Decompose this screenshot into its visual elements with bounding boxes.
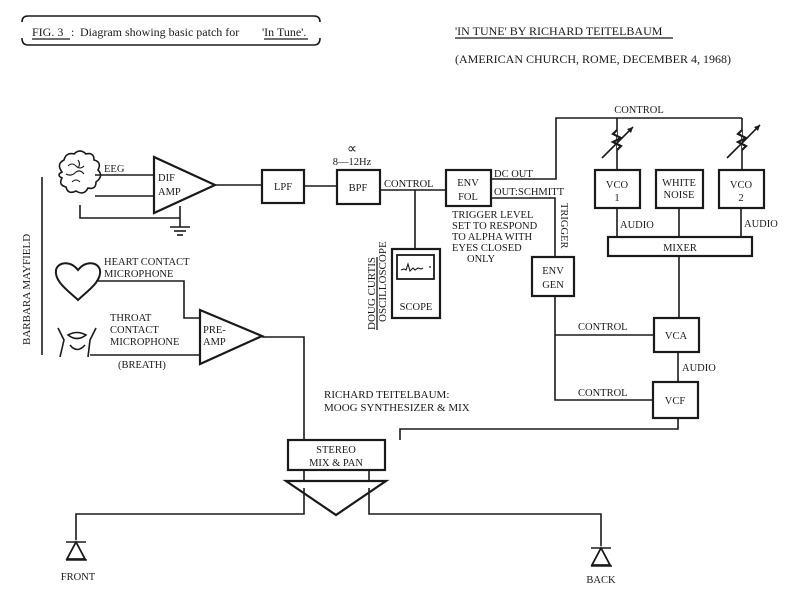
trigger-note-2: SET TO RESPOND <box>452 221 538 232</box>
figure-caption: FIG. 3 : Diagram showing basic patch for… <box>21 15 321 46</box>
wire-vcf-stereo <box>399 418 679 440</box>
stereo-label-1: STEREO <box>316 445 356 456</box>
alpha-symbol: ∝ <box>347 142 357 157</box>
control-bpf-label: CONTROL <box>384 179 434 190</box>
back-speaker-icon <box>590 546 612 567</box>
lpf-label: LPF <box>274 182 292 193</box>
out-schmitt-label: OUT:SCHMITT <box>494 187 565 198</box>
vco1-label-1: VCO <box>606 180 629 191</box>
lpf-block: LPF <box>260 168 306 205</box>
moog-label: MOOG SYNTHESIZER & MIX <box>324 402 470 414</box>
env-gen-block: ENV GEN <box>530 255 576 298</box>
vcf-label: VCF <box>665 396 686 407</box>
operator-richard-label: RICHARD TEITELBAUM: <box>324 389 449 401</box>
dif-amp-block: DIF AMP <box>152 155 218 215</box>
dif-amp-label-2: AMP <box>158 187 181 198</box>
stereo-label-2: MIX & PAN <box>309 458 363 469</box>
pre-amp-label-1: PRE- <box>203 325 226 336</box>
heart-mic-label-1: HEART CONTACT <box>104 257 190 268</box>
caption-frame-top <box>21 15 321 23</box>
caption-separator: : <box>71 25 74 39</box>
throat-mic-label-3: MICROPHONE <box>110 337 179 348</box>
wire-heart-preamp <box>96 280 200 319</box>
caption-work-title: 'In Tune'. <box>262 25 306 39</box>
potentiometer-1-icon <box>601 126 634 159</box>
wire-dc-out-control-bus <box>491 117 742 180</box>
vcf-block: VCF <box>651 380 700 420</box>
mixer-label: MIXER <box>663 243 697 254</box>
vco2-label-2: 2 <box>738 193 743 204</box>
white-noise-label-1: WHITE <box>662 178 696 189</box>
back-output-label: BACK <box>586 575 616 586</box>
vca-label: VCA <box>665 331 688 342</box>
vco1-block: VCO 1 <box>593 168 642 210</box>
trigger-label: TRIGGER <box>558 203 569 249</box>
pan-triangle-icon <box>282 479 390 517</box>
bpf-block: BPF <box>335 168 382 206</box>
eeg-label: EEG <box>104 164 125 175</box>
waveform-icon <box>400 262 424 273</box>
audio-vco1-label: AUDIO <box>620 220 654 231</box>
oscilloscope-label: OSCILLOSCOPE <box>377 241 389 322</box>
wire-preamp-stereo <box>262 336 305 440</box>
header-subtitle: (AMERICAN CHURCH, ROME, DECEMBER 4, 1968… <box>455 52 731 66</box>
bpf-label: BPF <box>349 183 368 194</box>
bpf-range-label: 8—12Hz <box>333 157 372 168</box>
mixer-block: MIXER <box>606 235 754 258</box>
heart-mic-label-2: MICROPHONE <box>104 269 173 280</box>
throat-mic-label-2: CONTACT <box>110 325 159 336</box>
env-fol-label-2: FOL <box>458 192 478 203</box>
trigger-note-4: EYES CLOSED <box>452 243 522 254</box>
dif-amp-label-1: DIF <box>158 173 175 184</box>
stereo-mix-pan-block: STEREO MIX & PAN <box>286 438 387 472</box>
trigger-note-5: ONLY <box>467 254 496 265</box>
ground-icon <box>170 206 190 236</box>
white-noise-label-2: NOISE <box>664 190 695 201</box>
throat-mic-label-1: THROAT <box>110 313 152 324</box>
trigger-note-3: TO ALPHA WITH <box>452 232 533 243</box>
scope-block: SCOPE <box>390 247 442 320</box>
wire-front-output <box>75 488 305 540</box>
env-gen-label-1: ENV <box>542 266 564 277</box>
wire-envgen-vcf <box>554 296 653 401</box>
control-vca-label: CONTROL <box>578 322 628 333</box>
vco1-label-2: 1 <box>614 193 619 204</box>
env-gen-label-2: GEN <box>542 280 564 291</box>
heart-icon <box>54 262 102 302</box>
audio-vco2-label: AUDIO <box>744 219 778 230</box>
wire-schmitt-envgen <box>491 197 556 257</box>
brain-icon <box>58 150 102 194</box>
scope-screen <box>396 254 435 280</box>
trigger-note-1: TRIGGER LEVEL <box>452 210 533 221</box>
pre-amp-block: PRE- AMP <box>198 308 265 366</box>
front-output-label: FRONT <box>61 572 96 583</box>
caption-text: Diagram showing basic patch for <box>80 25 239 39</box>
caption-fig-label: FIG. 3 <box>32 25 63 39</box>
throat-mic-label-4: (BREATH) <box>118 360 166 371</box>
performer-label: BARBARA MAYFIELD <box>21 234 33 345</box>
control-vcf-label: CONTROL <box>578 388 628 399</box>
header-title: 'IN TUNE' BY RICHARD TEITELBAUM <box>455 24 663 38</box>
wire-back-output <box>368 488 602 546</box>
dc-out-label: DC OUT <box>494 169 533 180</box>
vco2-label-1: VCO <box>730 180 753 191</box>
operator-doug-label: DOUG CURTIS <box>366 257 378 330</box>
front-speaker-icon <box>65 540 87 561</box>
scope-label: SCOPE <box>400 302 433 313</box>
throat-icon <box>57 327 97 358</box>
env-fol-label-1: ENV <box>457 178 479 189</box>
control-top-label: CONTROL <box>614 105 664 116</box>
vco2-block: VCO 2 <box>717 168 766 210</box>
caption-frame-bottom <box>21 37 321 46</box>
vca-block: VCA <box>652 316 701 354</box>
audio-vca-vcf-label: AUDIO <box>682 363 716 374</box>
eeg-ground-wire <box>79 205 180 219</box>
env-fol-block: ENV FOL <box>444 168 493 208</box>
white-noise-block: WHITE NOISE <box>654 168 705 210</box>
pre-amp-label-2: AMP <box>203 337 226 348</box>
potentiometer-2-icon <box>726 124 761 159</box>
